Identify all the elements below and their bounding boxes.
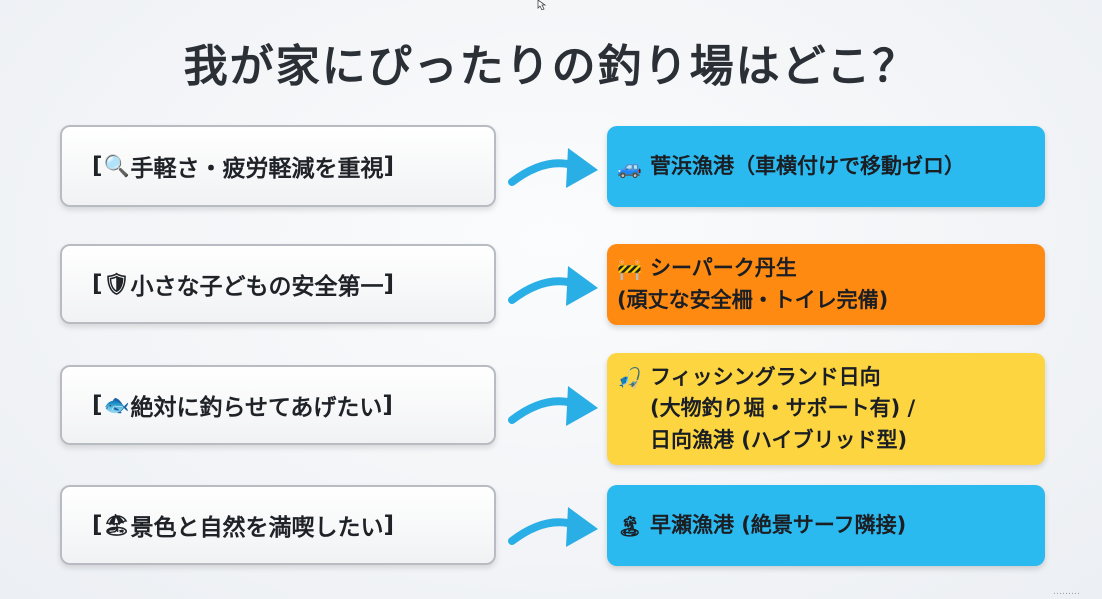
spot-box-seapark-nyu: 🚧 シーパーク丹生 (頑丈な安全柵・トイレ完備)	[607, 244, 1045, 325]
car-icon: 🚙	[617, 154, 642, 179]
need-box-catch: [ 🐟 絶対に釣らせてあげたい ]	[60, 365, 496, 445]
page-title: 我が家にぴったりの釣り場はどこ？	[183, 41, 919, 92]
mouse-cursor-icon	[537, 0, 547, 10]
spot-box-hyuga: 🎣 フィッシングランド日向 (大物釣り堀・サポート有) / 日向漁港 (ハイブリ…	[607, 353, 1045, 465]
spot-label: シーパーク丹生	[650, 256, 797, 280]
need-label: 小さな子どもの安全第一	[130, 274, 384, 300]
bracket-close: ]	[383, 153, 395, 179]
fish-icon: 🐟	[103, 392, 130, 417]
footer-mark: ………	[1053, 587, 1080, 597]
spot-detail: (大物釣り堀・サポート有) /	[650, 396, 916, 421]
arrow-right-icon	[508, 148, 598, 188]
spot-label: 菅浜漁港（車横付けで移動ゼロ）	[650, 153, 965, 178]
spot-detail: (頑丈な安全柵・トイレ完備)	[617, 287, 889, 312]
bracket-close: ]	[383, 512, 395, 538]
arrow-right-icon	[508, 266, 598, 306]
need-box-safety: [ 🛡 小さな子どもの安全第一 ]	[60, 244, 496, 324]
bracket-open: [	[92, 392, 103, 418]
shield-icon: 🛡	[103, 271, 130, 296]
bracket-close: ]	[382, 392, 393, 418]
bracket-open: [	[92, 271, 103, 297]
fishing-pole-icon: 🎣	[617, 365, 642, 390]
beach-umbrella-icon: 🏖	[103, 512, 130, 537]
need-label: 景色と自然を満喫したい	[130, 515, 384, 541]
spot-label: 早瀬漁港 (絶景サーフ隣接)	[650, 512, 907, 537]
island-icon: 🏝	[617, 513, 643, 538]
need-label: 手軽さ・疲労軽減を重視	[130, 156, 384, 182]
bracket-close: ]	[383, 271, 395, 297]
spot-label: フィッシングランド日向	[650, 364, 881, 389]
need-label: 絶対に釣らせてあげたい	[130, 395, 383, 421]
construction-barrier-icon: 🚧	[617, 256, 642, 281]
bracket-open: [	[92, 512, 103, 538]
bracket-open: [	[92, 153, 103, 179]
arrow-right-icon	[508, 507, 598, 547]
spot-box-sugahama: 🚙 菅浜漁港（車横付けで移動ゼロ）	[607, 126, 1045, 207]
spot-box-hayase: 🏝 早瀬漁港 (絶景サーフ隣接)	[607, 485, 1045, 566]
need-box-convenience: [ 🔍 手軽さ・疲労軽減を重視 ]	[60, 125, 496, 207]
need-box-scenery: [ 🏖 景色と自然を満喫したい ]	[60, 485, 496, 565]
magnifier-icon: 🔍	[103, 153, 130, 178]
spot-detail: 日向漁港 (ハイブリッド型)	[650, 427, 908, 452]
arrow-right-icon	[508, 386, 598, 426]
